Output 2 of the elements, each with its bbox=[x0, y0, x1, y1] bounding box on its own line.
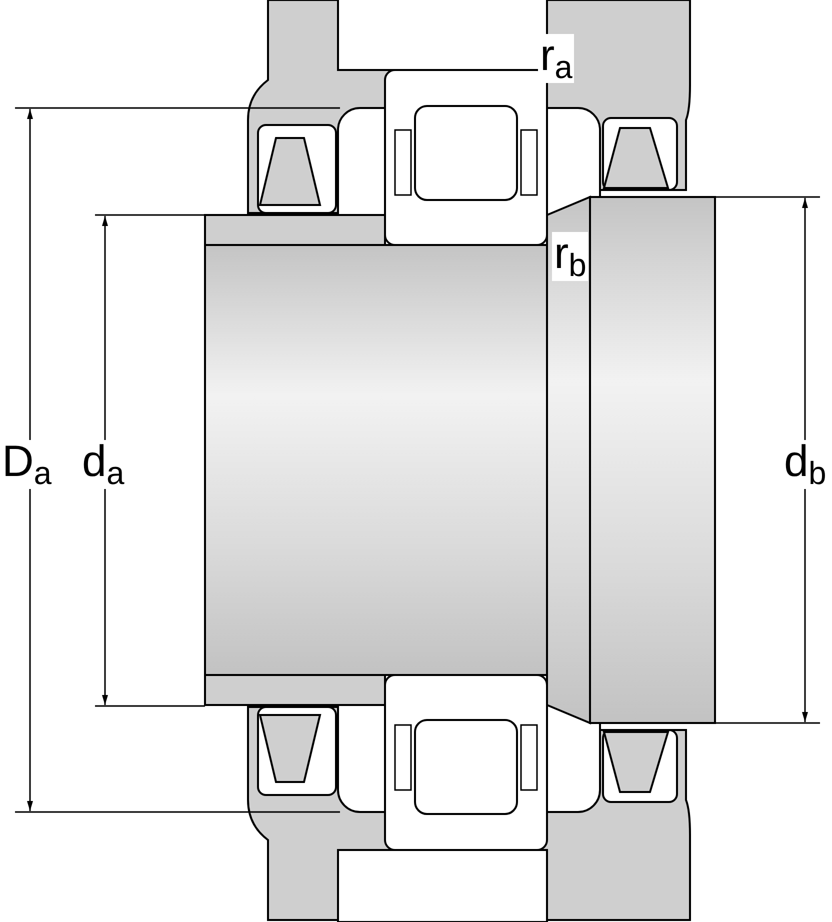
dimension-label: r$_{b}$ bbox=[552, 232, 588, 281]
dimension-label: r$_{a}$ bbox=[538, 34, 574, 83]
